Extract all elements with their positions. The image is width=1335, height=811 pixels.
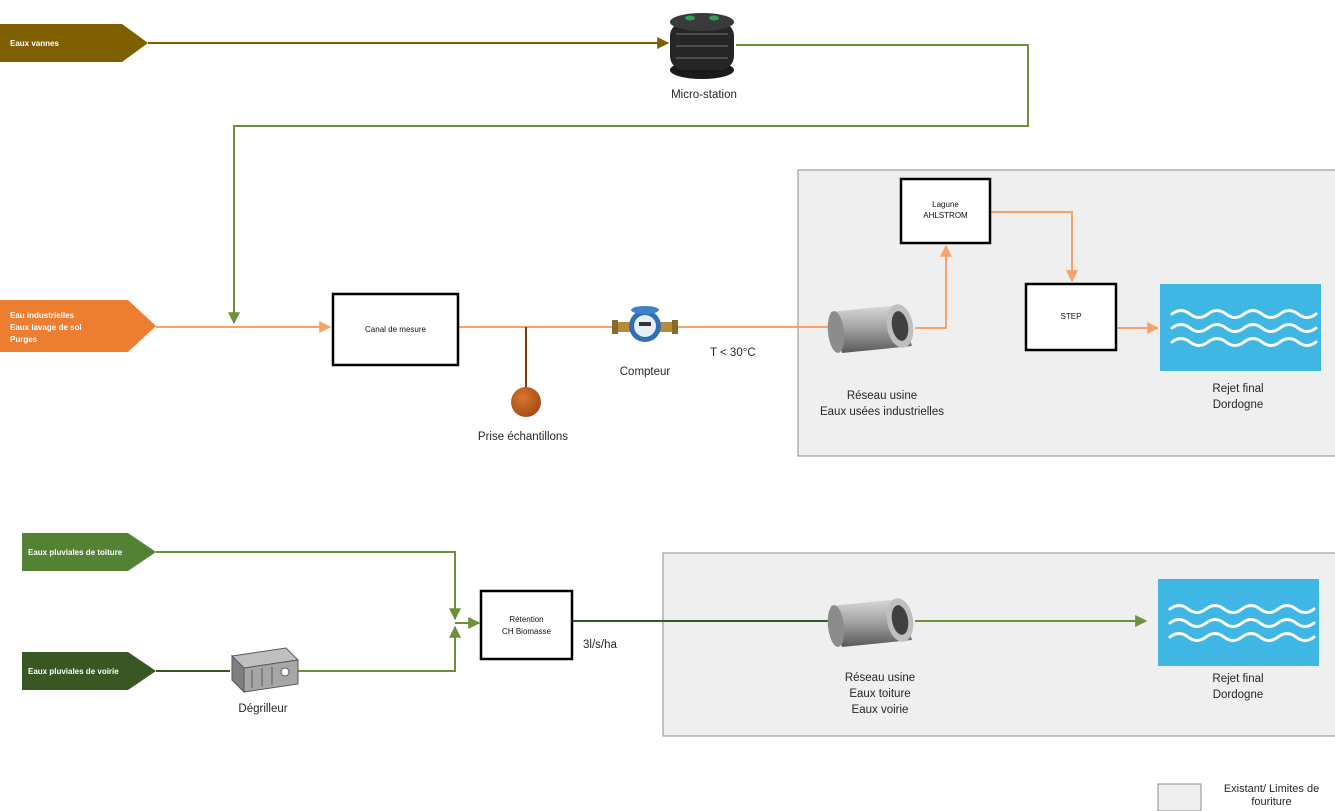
- label-rejet-1-line2: Dordogne: [1213, 399, 1264, 411]
- flow-degrilleur-to-retention: [298, 625, 461, 672]
- screen-filter-icon: [230, 647, 300, 694]
- box-retention-line2: CH Biomasse: [502, 627, 551, 636]
- label-temperature: T < 30°C: [710, 347, 756, 359]
- box-lagune-line1: Lagune: [932, 200, 959, 209]
- water-waves-icon: [1160, 284, 1321, 371]
- label-degrilleur: Dégrilleur: [238, 703, 287, 715]
- label-compteur: Compteur: [620, 366, 671, 378]
- box-canal-label: Canal de mesure: [365, 325, 426, 334]
- box-canal-de-mesure: Canal de mesure: [331, 292, 460, 367]
- label-reseau-2-line1: Réseau usine: [845, 672, 915, 684]
- flow-station-return: [228, 44, 1029, 325]
- box-step-label: STEP: [1061, 312, 1082, 321]
- label-reseau-2-line3: Eaux voirie: [852, 704, 909, 716]
- label-reseau-1-line1: Réseau usine: [847, 390, 917, 402]
- water-waves-icon-2: [1158, 579, 1319, 666]
- label-debit: 3l/s/ha: [583, 639, 617, 651]
- source-eaux-vannes-label: Eaux vannes: [10, 39, 59, 48]
- flow-toiture-to-retention: [156, 551, 461, 621]
- label-reseau-1-line2: Eaux usées industrielles: [820, 406, 944, 418]
- source-industrielles: Eau industrielles Eaux lavage de sol Pur…: [0, 300, 156, 352]
- label-rejet-2-line2: Dordogne: [1213, 689, 1264, 701]
- source-voirie-label: Eaux pluviales de voirie: [28, 667, 119, 676]
- box-retention-line1: Rétention: [509, 615, 543, 624]
- water-meter-icon: [612, 306, 678, 342]
- micro-station-icon: [670, 13, 734, 79]
- label-reseau-2-line2: Eaux toiture: [849, 688, 910, 700]
- source-eaux-vannes: Eaux vannes: [0, 24, 148, 62]
- legend-swatch: [1157, 783, 1202, 811]
- box-lagune-line2: AHLSTROM: [923, 211, 968, 220]
- pipe-icon-2: [827, 598, 914, 647]
- source-voirie: Eaux pluviales de voirie: [22, 652, 156, 690]
- source-toiture: Eaux pluviales de toiture: [22, 533, 156, 571]
- label-prise: Prise échantillons: [478, 431, 568, 443]
- legend-label: Existant/ Limites de fouriture: [1208, 783, 1335, 809]
- box-lagune: Lagune AHLSTROM: [899, 177, 992, 245]
- flow-lagune-to-step: [990, 211, 1078, 283]
- source-toiture-label: Eaux pluviales de toiture: [28, 548, 123, 557]
- legend-label-line1: Existant/ Limites de: [1223, 783, 1320, 795]
- pipe-icon: [827, 304, 914, 353]
- sample-point-icon: [511, 387, 541, 417]
- label-micro-station: Micro-station: [671, 89, 737, 101]
- flow-reseau-to-lagune: [915, 244, 952, 329]
- source-industrielles-line3: Purges: [10, 335, 38, 344]
- box-step: STEP: [1024, 282, 1118, 352]
- source-industrielles-line2: Eaux lavage de sol: [10, 323, 82, 332]
- label-rejet-1-line1: Rejet final: [1212, 383, 1263, 395]
- box-retention: Rétention CH Biomasse: [479, 589, 574, 661]
- source-industrielles-line1: Eau industrielles: [10, 311, 75, 320]
- label-rejet-2-line1: Rejet final: [1212, 673, 1263, 685]
- legend-label-line2: fouriture: [1251, 796, 1292, 808]
